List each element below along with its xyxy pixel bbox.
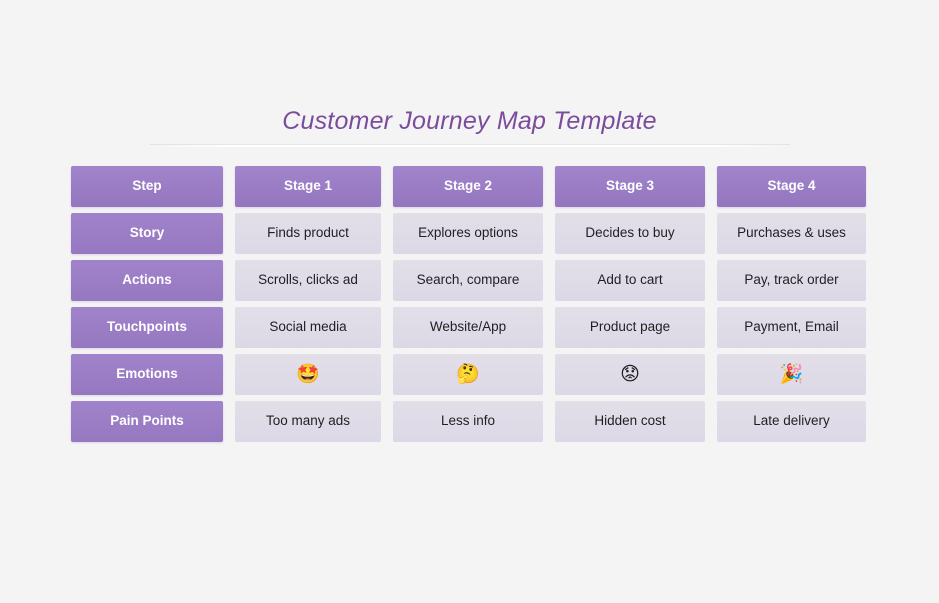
header-cell-step[interactable]: Step (71, 166, 223, 207)
thinking-face-emoji: 🤔 (456, 363, 480, 385)
cell-touchpoints-stage-2[interactable]: Website/App (393, 307, 543, 348)
cell-emotions-stage-3[interactable]: 😟 (555, 354, 705, 395)
cell-story-stage-1[interactable]: Finds product (235, 213, 381, 254)
row-label-pain-points[interactable]: Pain Points (71, 401, 223, 442)
cell-story-stage-2[interactable]: Explores options (393, 213, 543, 254)
cell-touchpoints-stage-1[interactable]: Social media (235, 307, 381, 348)
cell-actions-stage-3[interactable]: Add to cart (555, 260, 705, 301)
cell-story-stage-3[interactable]: Decides to buy (555, 213, 705, 254)
cell-story-stage-4[interactable]: Purchases & uses (717, 213, 866, 254)
cell-pain-points-stage-1[interactable]: Too many ads (235, 401, 381, 442)
cell-pain-points-stage-2[interactable]: Less info (393, 401, 543, 442)
header-cell-stage-4[interactable]: Stage 4 (717, 166, 866, 207)
cell-pain-points-stage-4[interactable]: Late delivery (717, 401, 866, 442)
cell-actions-stage-1[interactable]: Scrolls, clicks ad (235, 260, 381, 301)
worried-face-emoji: 😟 (620, 363, 640, 385)
row-label-actions[interactable]: Actions (71, 260, 223, 301)
page-title: Customer Journey Map Template (282, 107, 657, 135)
cell-emotions-stage-2[interactable]: 🤔 (393, 354, 543, 395)
party-popper-emoji: 🎉 (779, 363, 804, 385)
cell-emotions-stage-1[interactable]: 🤩 (235, 354, 381, 395)
header-cell-stage-1[interactable]: Stage 1 (235, 166, 381, 207)
row-label-story[interactable]: Story (71, 213, 223, 254)
cell-emotions-stage-4[interactable]: 🎉 (717, 354, 866, 395)
star-struck-emoji: 🤩 (296, 363, 320, 385)
row-label-touchpoints[interactable]: Touchpoints (71, 307, 223, 348)
cell-actions-stage-4[interactable]: Pay, track order (717, 260, 866, 301)
cell-touchpoints-stage-4[interactable]: Payment, Email (717, 307, 866, 348)
header-cell-stage-2[interactable]: Stage 2 (393, 166, 543, 207)
row-label-emotions[interactable]: Emotions (71, 354, 223, 395)
cell-pain-points-stage-3[interactable]: Hidden cost (555, 401, 705, 442)
cell-touchpoints-stage-3[interactable]: Product page (555, 307, 705, 348)
cell-actions-stage-2[interactable]: Search, compare (393, 260, 543, 301)
journey-map-grid: Step Stage 1 Stage 2 Stage 3 Stage 4 Story Fin… (71, 166, 866, 442)
title-divider (150, 144, 790, 147)
header-cell-stage-3[interactable]: Stage 3 (555, 166, 705, 207)
